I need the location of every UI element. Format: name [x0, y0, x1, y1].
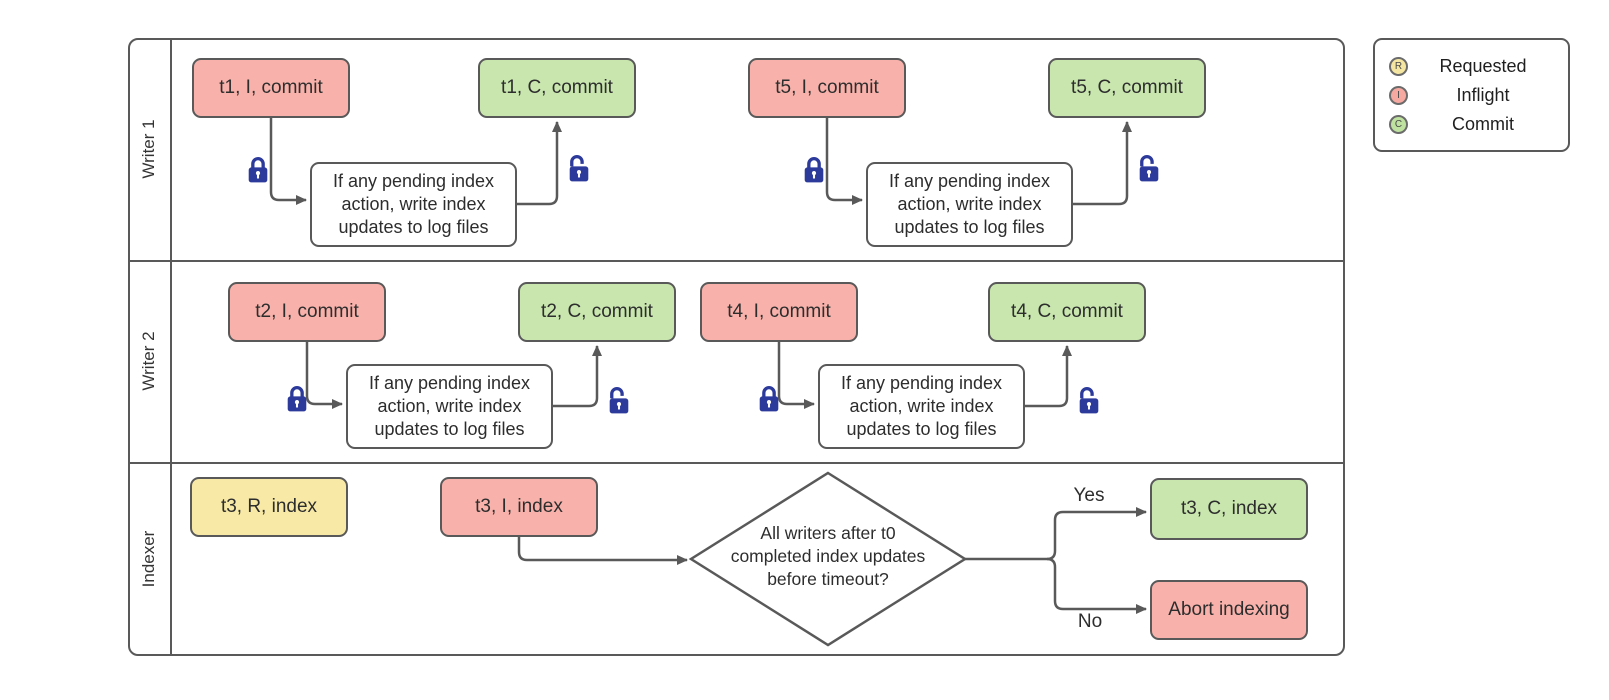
process-line: If any pending index — [332, 171, 495, 192]
node-label: t5, I, commit — [775, 77, 879, 98]
node-label: t3, R, index — [220, 496, 318, 517]
process-line: updates to log files — [374, 418, 525, 439]
process-box-t1: If any pending index action, write index… — [310, 162, 517, 247]
legend-marker-inflight: I — [1389, 85, 1408, 105]
legend-item-commit: C Commit — [1389, 110, 1558, 139]
lane-label-writer-2: Writer 2 — [139, 331, 158, 391]
lock-open-icon — [1079, 387, 1099, 414]
legend-label: Requested — [1439, 55, 1527, 76]
lane-divider — [128, 462, 1345, 464]
node-label: Abort indexing — [1168, 599, 1290, 620]
node-label: t3, I, index — [475, 496, 563, 517]
lock-closed-icon — [248, 157, 268, 183]
lane-label-column-divider — [170, 38, 172, 656]
node-t1-commit: t1, C, commit — [478, 58, 636, 118]
lane-label-indexer: Indexer — [139, 530, 158, 588]
node-t5-commit: t5, C, commit — [1048, 58, 1206, 118]
node-label: t3, C, index — [1180, 498, 1278, 519]
legend-marker-requested: R — [1389, 56, 1408, 76]
node-t1-inflight: t1, I, commit — [192, 58, 350, 118]
node-t5-inflight: t5, I, commit — [748, 58, 906, 118]
node-label: t5, C, commit — [1071, 77, 1183, 98]
legend-label: Inflight — [1456, 84, 1510, 105]
lock-closed-icon — [287, 386, 307, 412]
process-line: If any pending index — [368, 373, 531, 394]
node-t3-commit: t3, C, index — [1150, 478, 1308, 540]
process-line: If any pending index — [840, 373, 1003, 394]
process-line: updates to log files — [338, 216, 489, 237]
lane-label-writer-1: Writer 1 — [139, 119, 158, 179]
node-t4-inflight: t4, I, commit — [700, 282, 858, 342]
node-label: t2, C, commit — [541, 301, 653, 322]
node-label: t1, I, commit — [219, 77, 323, 98]
process-line: If any pending index — [888, 171, 1051, 192]
node-label: t2, I, commit — [255, 301, 359, 322]
lock-open-icon — [569, 155, 589, 182]
legend-item-requested: R Requested — [1389, 52, 1558, 81]
node-label: t4, I, commit — [727, 301, 831, 322]
process-line: action, write index — [341, 194, 486, 215]
node-t3-requested: t3, R, index — [190, 477, 348, 537]
process-box-t4: If any pending index action, write index… — [818, 364, 1025, 449]
node-label: t1, C, commit — [501, 77, 613, 98]
node-t2-inflight: t2, I, commit — [228, 282, 386, 342]
legend-item-inflight: I Inflight — [1389, 81, 1558, 110]
legend-marker-commit: C — [1389, 114, 1408, 134]
node-abort-indexing: Abort indexing — [1150, 580, 1308, 640]
process-box-t2: If any pending index action, write index… — [346, 364, 553, 449]
process-line: updates to log files — [846, 418, 997, 439]
node-t4-commit: t4, C, commit — [988, 282, 1146, 342]
lock-closed-icon — [759, 386, 779, 412]
decision-line: before timeout? — [767, 569, 889, 590]
lock-open-icon — [1139, 155, 1159, 182]
node-label: t4, C, commit — [1011, 301, 1123, 322]
decision-line: completed index updates — [730, 546, 926, 567]
lock-closed-icon — [804, 157, 824, 183]
process-line: action, write index — [377, 396, 522, 417]
node-t2-commit: t2, C, commit — [518, 282, 676, 342]
lock-open-icon — [609, 387, 629, 414]
process-line: action, write index — [897, 194, 1042, 215]
decision-label: All writers after t0 completed index upd… — [713, 522, 943, 591]
legend: R Requested I Inflight C Commit — [1373, 38, 1570, 152]
decision-line: All writers after t0 — [760, 523, 896, 543]
lane-divider — [128, 260, 1345, 262]
legend-label: Commit — [1452, 113, 1514, 134]
node-t3-inflight: t3, I, index — [440, 477, 598, 537]
process-box-t5: If any pending index action, write index… — [866, 162, 1073, 247]
yes-branch-label: Yes — [1073, 485, 1105, 506]
no-branch-label: No — [1077, 611, 1103, 632]
process-line: action, write index — [849, 396, 994, 417]
process-line: updates to log files — [894, 216, 1045, 237]
